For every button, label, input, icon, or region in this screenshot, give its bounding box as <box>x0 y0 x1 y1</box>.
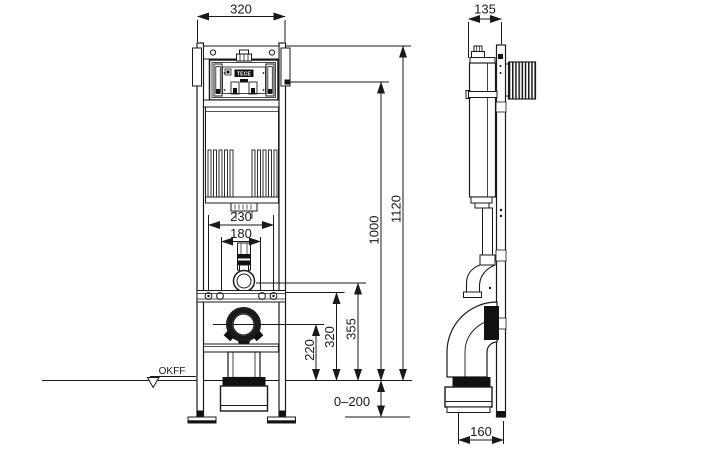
label-frame-height: 1120 <box>389 195 404 223</box>
label-fixing-inner: 180 <box>230 226 252 241</box>
wc-bolt <box>204 292 213 300</box>
wc-bolt <box>258 292 266 300</box>
wall-bracket <box>505 61 537 100</box>
frame-rail-left <box>196 42 205 418</box>
flush-pipe <box>237 242 251 273</box>
drain-socket-side <box>444 377 493 413</box>
label-frame-width: 320 <box>230 2 252 17</box>
foot-left <box>187 410 217 424</box>
flush-pipe-side <box>463 207 496 298</box>
bracket-right <box>265 63 275 97</box>
dim-frame-height <box>286 45 411 381</box>
label-flush-height: 355 <box>344 318 359 340</box>
side-rail <box>495 44 507 418</box>
elbow-holder <box>484 306 499 340</box>
side-view <box>444 44 537 418</box>
flush-connector <box>230 202 258 219</box>
dim-foot-range <box>345 380 410 418</box>
dimension-labels: 320 230 180 220 320 355 1000 1120 0–200 … <box>159 2 496 440</box>
label-drain-offset: 160 <box>470 424 492 439</box>
label-foot-range: 0–200 <box>334 394 370 409</box>
anchor-plate-left <box>192 47 202 87</box>
mounting-rail <box>196 290 286 303</box>
dim-drain-offset <box>458 413 504 444</box>
foot-right <box>267 410 296 424</box>
anchor-plate-right <box>280 47 291 87</box>
side-foot <box>497 411 506 417</box>
screw-hole-right <box>268 49 276 56</box>
label-floor-level: OKFF <box>159 366 186 377</box>
label-drain-height: 220 <box>302 339 317 361</box>
lower-crossbar <box>203 343 279 353</box>
label-rail-height: 320 <box>322 326 337 348</box>
floor-level-marker <box>146 376 196 389</box>
dim-frame-depth <box>468 15 502 58</box>
screw-hole-left <box>209 49 217 56</box>
bracket-left <box>213 63 223 97</box>
dim-frame-width <box>197 12 286 42</box>
label-frame-depth: 135 <box>474 2 496 17</box>
dim-rail-height <box>285 292 345 381</box>
wc-bolt <box>269 292 278 300</box>
brand-plate <box>234 69 254 77</box>
frame-rail-right <box>278 42 287 418</box>
cistern-side <box>465 45 498 209</box>
box-bottom-band <box>203 99 280 108</box>
drain-pipe-front <box>219 351 269 412</box>
label-panel-height: 1000 <box>367 216 382 245</box>
dim-fixing-inner <box>221 237 261 291</box>
dim-flush-height <box>256 282 366 381</box>
label-fixing-outer: 230 <box>230 209 252 224</box>
dimensions <box>146 12 504 444</box>
dim-panel-height <box>284 79 389 381</box>
brand-logo-text: TECE <box>237 72 252 78</box>
control-module <box>222 66 266 94</box>
front-view <box>42 42 412 424</box>
dim-fixing-outer <box>208 215 274 291</box>
wc-bolt <box>216 292 224 300</box>
